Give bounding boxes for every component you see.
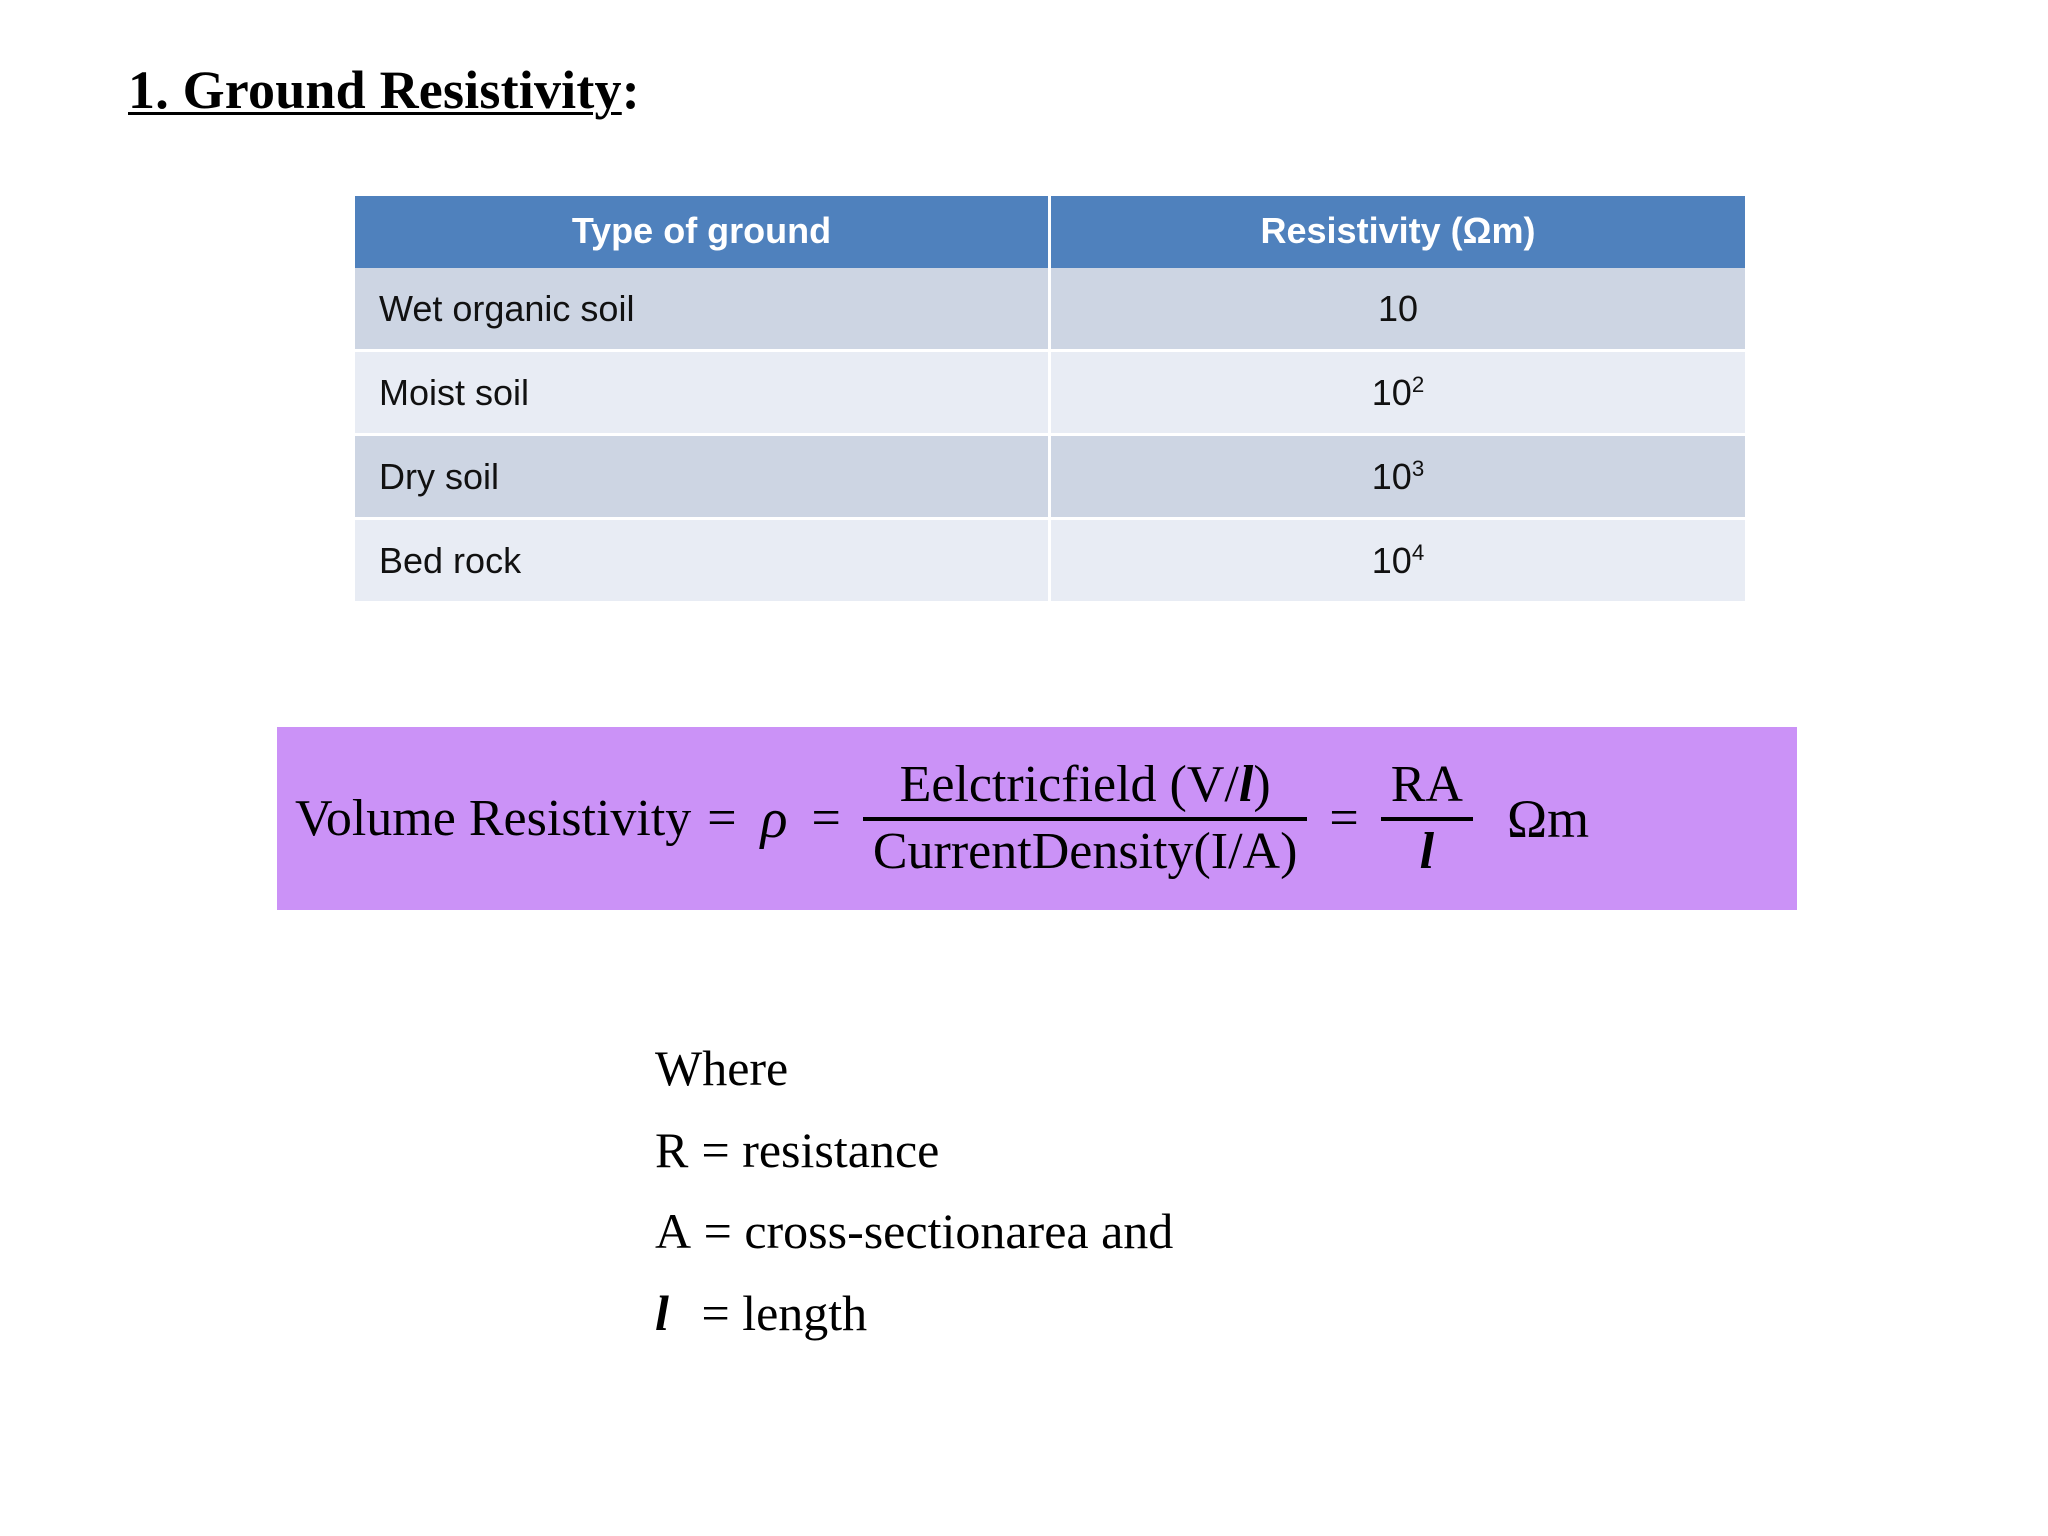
where-line-resistance: R = resistance [655, 1117, 1173, 1185]
resistivity-base: 10 [1377, 287, 1419, 329]
fraction-denominator: CurrentDensity(I/A) [872, 822, 1298, 880]
table-header-resistivity: Resistivity (Ωm) [1051, 196, 1745, 268]
resistivity-base: 10 [1371, 371, 1412, 413]
where-equals-2: = [701, 1284, 730, 1341]
main-fraction: Eelctricfield (V/l) CurrentDensity(I/A) [855, 754, 1316, 882]
ratio-fraction-bar [1380, 816, 1473, 821]
where-equals-1: = [703, 1203, 732, 1259]
where-line-length: l = length [655, 1280, 1173, 1348]
table-cell-resistivity: 104 [1051, 520, 1745, 604]
where-definitions-block: Where R = resistance A = cross-sectionar… [655, 1035, 1173, 1361]
table-cell-ground-type: Moist soil [355, 352, 1051, 436]
table-cell-ground-type: Dry soil [355, 436, 1051, 520]
ground-resistivity-table-container: Type of ground Resistivity (Ωm) Wet orga… [355, 196, 1745, 604]
page-title: 1. Ground Resistivity: [128, 62, 640, 119]
numerator-length-variable: l [1238, 756, 1254, 814]
numerator-closing-paren: ) [1253, 756, 1271, 814]
rho-symbol: ρ [760, 787, 788, 850]
page-title-underlined-text: 1. Ground Resistivity [128, 60, 622, 120]
ratio-denominator: l [1419, 822, 1435, 880]
table-cell-resistivity: 10 [1051, 268, 1745, 352]
resistivity-exponent: 2 [1411, 371, 1425, 397]
table-row: Moist soil 102 [355, 352, 1745, 436]
equation-equals-sign-2: = [811, 790, 841, 847]
equation-lhs-label: Volume Resistivity [295, 790, 692, 847]
where-symbol-l: l [655, 1284, 669, 1341]
table-header-row: Type of ground Resistivity (Ωm) [355, 196, 1745, 268]
fraction-numerator: Eelctricfield (V/l) [890, 754, 1281, 816]
units-label: Ωm [1506, 788, 1590, 849]
table-cell-ground-type: Bed rock [355, 520, 1051, 604]
where-line-area: A = cross-sectionarea and [655, 1198, 1173, 1266]
ratio-numerator: RA [1390, 756, 1463, 814]
table-row: Wet organic soil 10 [355, 268, 1745, 352]
table-header-type-of-ground: Type of ground [355, 196, 1051, 268]
resistivity-base: 10 [1371, 539, 1412, 581]
where-symbol-A: A [655, 1203, 692, 1259]
where-definition-0: resistance [742, 1121, 940, 1178]
ground-resistivity-table: Type of ground Resistivity (Ωm) Wet orga… [355, 196, 1745, 604]
numerator-text: Eelctricfield (V/ [899, 756, 1239, 814]
where-symbol-R: R [655, 1121, 689, 1178]
where-definition-1: cross-sectionarea and [744, 1203, 1174, 1259]
equation-equals-sign: = [707, 790, 737, 847]
formula-banner: Volume Resistivity = ρ = Eelctricfield (… [277, 727, 1797, 910]
resistivity-exponent: 4 [1411, 539, 1425, 565]
table-row: Dry soil 103 [355, 436, 1745, 520]
volume-resistivity-equation: Volume Resistivity = ρ = Eelctricfield (… [293, 754, 1589, 882]
fraction-bar [862, 816, 1308, 821]
equation-equals-sign-3: = [1329, 790, 1359, 847]
ratio-fraction: RA l [1373, 754, 1481, 882]
table-cell-ground-type: Wet organic soil [355, 268, 1051, 352]
resistivity-exponent: 3 [1411, 455, 1425, 481]
table-row: Bed rock 104 [355, 520, 1745, 604]
page-title-colon: : [621, 60, 640, 120]
resistivity-base: 10 [1371, 455, 1412, 497]
table-cell-resistivity: 103 [1051, 436, 1745, 520]
table-cell-resistivity: 102 [1051, 352, 1745, 436]
where-definition-2: length [742, 1284, 868, 1341]
where-heading: Where [655, 1040, 789, 1096]
where-equals-0: = [701, 1121, 730, 1178]
